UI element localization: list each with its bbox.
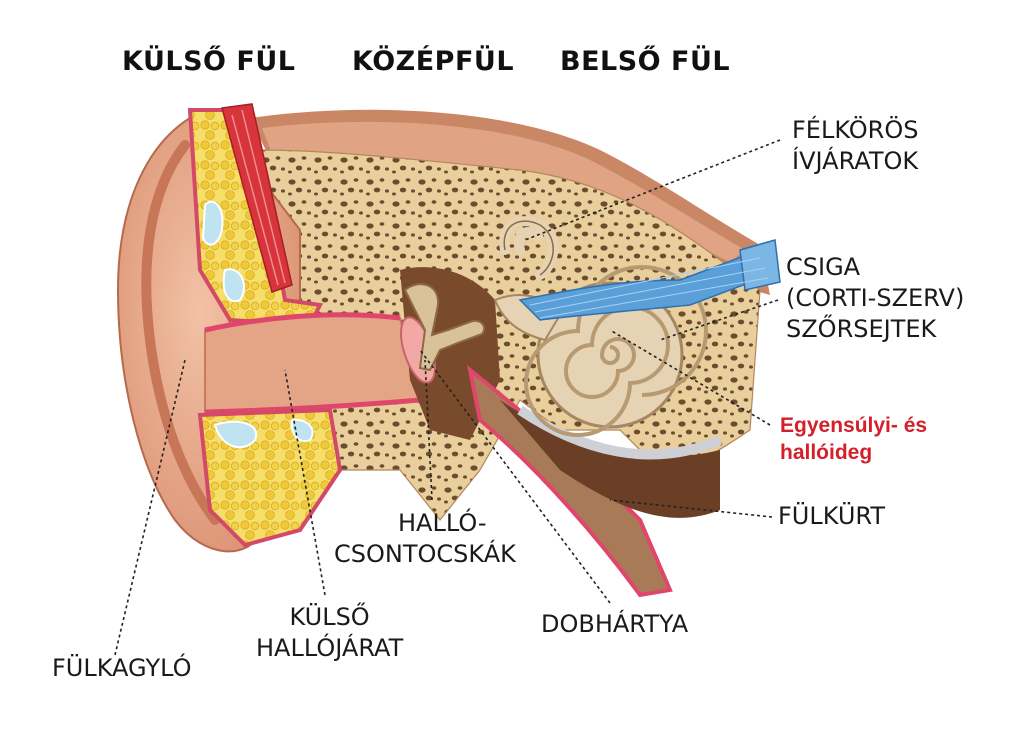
lower-cartilage-fluid-2 bbox=[290, 418, 314, 442]
semicircular-canals-outline bbox=[503, 220, 554, 276]
label-ossicles: HALLÓ- CSONTOCSKÁK bbox=[334, 508, 516, 570]
ear-canal-floor bbox=[204, 397, 421, 415]
leader-semicircular bbox=[524, 139, 781, 241]
upper-cartilage-fluid-2 bbox=[222, 268, 245, 303]
header-middle-ear: KÖZÉPFÜL bbox=[352, 46, 515, 77]
leader-cochlea bbox=[659, 299, 779, 341]
ear-canal-wall bbox=[204, 312, 401, 333]
label-canal-line-2: HALLÓJÁRAT bbox=[256, 634, 404, 662]
leader-nerve bbox=[609, 329, 771, 426]
leader-canal bbox=[284, 369, 326, 596]
muscle bbox=[221, 103, 293, 293]
label-eardrum: DOBHÁRTYA bbox=[541, 609, 688, 640]
label-ossicles-line-2: CSONTOCSKÁK bbox=[334, 540, 516, 568]
leader-lines bbox=[114, 139, 781, 656]
label-eustachian-tube: FÜLKÜRT bbox=[778, 501, 885, 532]
label-pinna-line-1: FÜLKAGYLÓ bbox=[52, 654, 192, 682]
label-cochlea: CSIGA (CORTI-SZERV) SZŐRSEJTEK bbox=[786, 252, 964, 345]
ossicles bbox=[403, 283, 486, 372]
label-pinna: FÜLKAGYLÓ bbox=[52, 653, 192, 684]
label-canal-line-1: KÜLSŐ bbox=[289, 603, 370, 631]
header-inner-ear: BELSŐ FÜL bbox=[560, 46, 731, 77]
label-cochlea-line-2: (CORTI-SZERV) bbox=[786, 284, 965, 312]
leader-ossicles bbox=[424, 359, 433, 501]
label-tube-line-1: FÜLKÜRT bbox=[778, 502, 885, 530]
label-semicircular-line-1: FÉLKÖRÖS bbox=[792, 116, 919, 144]
tube-membrane bbox=[517, 405, 722, 460]
label-cochlea-line-1: CSIGA bbox=[786, 253, 861, 281]
lower-cartilage-fluid bbox=[213, 420, 258, 448]
label-nerve: Egyensúlyi- és hallóideg bbox=[780, 412, 927, 466]
label-eardrum-line-1: DOBHÁRTYA bbox=[541, 610, 689, 638]
label-semicircular-canals: FÉLKÖRÖS ÍVJÁRATOK bbox=[792, 115, 918, 177]
upper-cartilage-fluid bbox=[201, 200, 224, 246]
muscle-fibers bbox=[231, 109, 286, 286]
ear-canal bbox=[204, 313, 422, 414]
leader-eardrum bbox=[419, 349, 611, 604]
nerve-fibers bbox=[529, 257, 769, 319]
label-nerve-line-2: hallóideg bbox=[780, 441, 873, 464]
leader-pinna bbox=[114, 359, 186, 656]
label-semicircular-line-2: ÍVJÁRATOK bbox=[792, 147, 919, 175]
header-outer-ear: KÜLSŐ FÜL bbox=[122, 46, 296, 77]
pinna-helix-fold bbox=[141, 140, 220, 525]
cochlea-spiral bbox=[524, 265, 708, 437]
label-ear-canal: KÜLSŐ HALLÓJÁRAT bbox=[256, 602, 403, 664]
label-ossicles-line-1: HALLÓ- bbox=[398, 509, 487, 537]
label-nerve-line-1: Egyensúlyi- és bbox=[780, 414, 928, 437]
eustachian-tube-lower bbox=[500, 400, 720, 518]
label-cochlea-line-3: SZŐRSEJTEK bbox=[786, 315, 937, 343]
nerve-end bbox=[739, 239, 781, 291]
